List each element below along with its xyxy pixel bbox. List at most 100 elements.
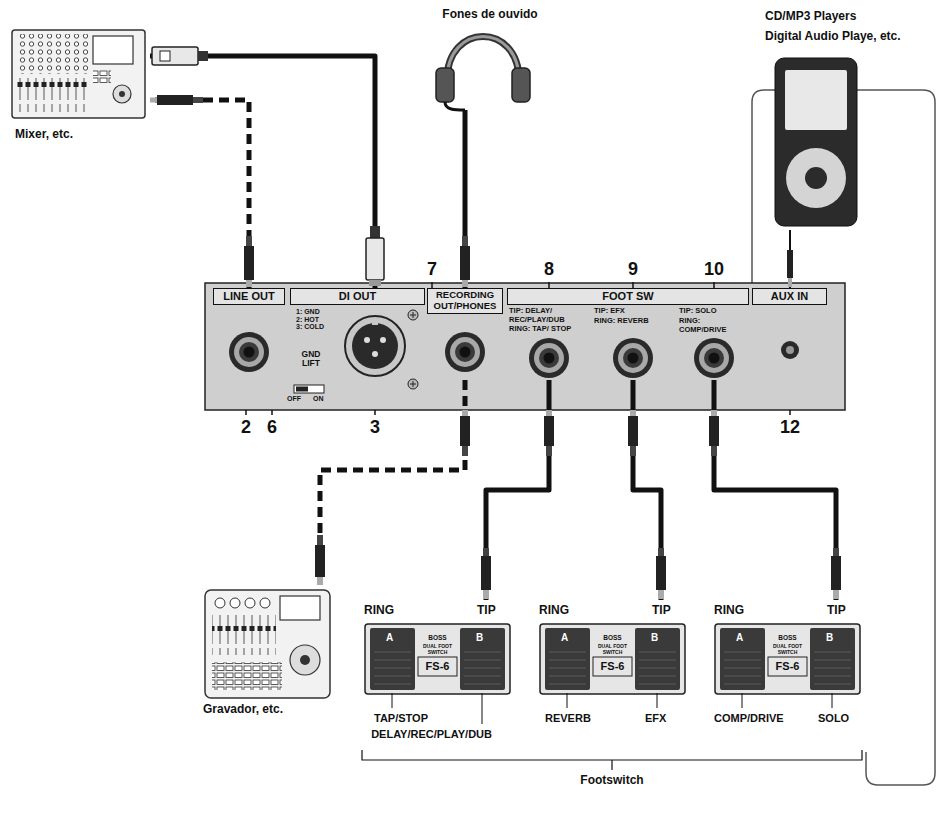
line-out-jack: LINE OUT [213,288,285,380]
xlr-plug-part [370,226,380,238]
group-caption: Footswitch [562,774,662,788]
pedal-letter: B [826,632,833,644]
pedal-function: EFX [645,712,666,725]
jack-plug-part [630,410,636,416]
model-caption: DUAL FOOT SWITCH [765,644,810,655]
jack-plug-part [246,236,252,246]
headphones-device: Fones de ouvido [425,8,555,110]
footswitch-drawing [365,624,860,694]
jack-plug-part [317,577,323,585]
jack-plug-part [462,236,468,246]
switch-name: GND LIFT [296,350,326,369]
leader-line-part [742,693,743,708]
pedal-function: REVERB [545,712,591,725]
contact-name: TIP [652,604,671,618]
rear-panel-drawing-part [380,337,386,343]
rear-panel-drawing-part [294,385,324,393]
cable [320,380,465,585]
player-drawing-part [786,148,846,208]
jack-name: LINE OUT [213,288,285,305]
headphones-drawing-part [436,68,454,102]
leader-line-part [482,693,483,724]
contact-name: TIP [477,604,496,618]
jack-function: RING: COMP/DRIVE [679,317,749,334]
footswitch-drawing-part [365,624,510,694]
leader-line-part [657,693,658,708]
jack-function: TIP: SOLO [679,307,749,316]
leader-line [392,693,832,724]
rear-panel-drawing-part [408,379,418,389]
model-caption: DUAL FOOT SWITCH [590,644,635,655]
jack-name: FOOT SW [507,288,749,305]
xlr-plug-part [160,51,170,61]
recorder-drawing-part [230,598,240,608]
jack-name: DI OUT [290,288,425,305]
contact-name: RING [539,604,569,618]
jack-plug-part [658,590,664,599]
headphones-drawing-part [512,68,530,102]
jack-function: TIP: EFX [594,307,672,316]
rear-panel-drawing [205,283,845,410]
callout-tick-part [245,410,247,415]
recorder-drawing-part [260,598,270,608]
rear-panel-drawing-part [781,341,799,359]
player-drawing-part [785,70,847,130]
mixer-drawing-part [16,34,88,74]
jack-plug-part [193,97,203,103]
pedal-letter: A [736,632,743,644]
callout-number: 3 [365,417,385,438]
brand-mark: BOSS [765,634,810,641]
jack-plug-part [711,410,717,416]
rear-panel-drawing-part [694,338,734,378]
xlr-plug-part [369,280,381,286]
rear-panel-drawing-part [229,332,269,372]
recording-out-jack: RECORDING OUT/PHONES [427,288,503,380]
mixer-drawing-part [119,91,125,97]
jack-plug-part [157,95,193,105]
callout-number: 9 [623,259,643,280]
rear-panel-drawing-part [345,316,405,376]
jack-function: TIP: DELAY/ REC/PLAY/DUB [509,307,589,324]
mixer-device: Mixer, etc. [10,25,150,147]
mixer-drawing-part [93,70,111,84]
jack-plug-part [831,556,841,590]
device-label: Gravador, etc. [203,703,283,717]
cable [714,380,836,600]
recorder-drawing-part [280,596,320,620]
jack-plug-part [656,556,666,590]
jack-plug-part [481,556,491,590]
device-label: CD/MP3 Players [765,10,856,24]
pedal-function: DELAY/REC/PLAY/DUB [360,728,492,741]
callout-number: 8 [539,259,559,280]
callout-number: 7 [422,259,442,280]
jack-plug-part [711,446,717,456]
callout-number: 12 [777,417,803,438]
aux-in-jack: AUX IN [752,288,827,368]
switch-position: OFF [287,395,301,403]
rear-panel-drawing-part [296,387,308,392]
model-name: FS-6 [415,660,460,673]
jack-plug-part [462,410,468,416]
callout-tick-part [271,410,273,415]
jack-plug-part [709,416,719,446]
recorder-drawing-part [212,662,282,690]
callout-number: 2 [236,417,256,438]
jack-plug-part [315,545,325,577]
jack-plug-part [483,548,489,556]
model-caption: DUAL FOOT SWITCH [415,644,460,655]
footswitch-unit: RINGTIPABOSSBDUAL FOOT SWITCHFS-6TAP/STO… [360,600,515,750]
foot-switch-jacks: FOOT SW TIP: DELAY/ REC/PLAY/DUBRING: TAP… [507,288,749,380]
callout-number: 6 [262,417,282,438]
rear-panel-drawing-part [529,338,569,378]
rear-panel-drawing-part [205,283,845,410]
jack-plug-part [833,590,839,599]
di-out-jack: DI OUT1: GND 2: HOT 3: COLDGND LIFT [290,288,425,398]
pedal-function: SOLO [818,712,849,725]
foot-switch-jack: TIP: DELAY/ REC/PLAY/DUBRING: TAP/ STOP [509,307,589,380]
cable [150,56,375,288]
jack-plug-part [546,410,552,416]
model-name: FS-6 [765,660,810,673]
jack-plug [150,95,793,287]
rear-panel-drawing-part [372,320,378,325]
